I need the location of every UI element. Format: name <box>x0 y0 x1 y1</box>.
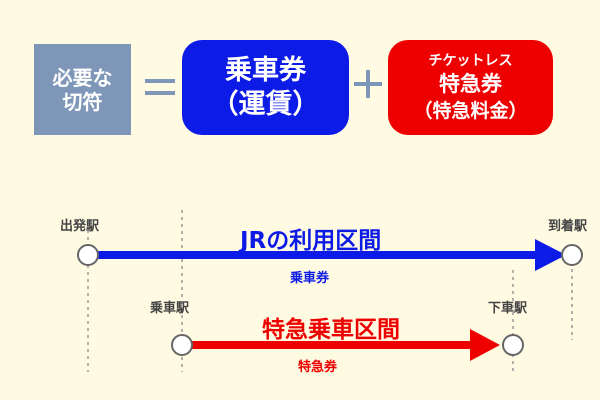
express-fee-label: （特急料金） <box>413 99 528 122</box>
basic-ticket-box: 乗車券 （運賃） <box>182 40 349 135</box>
basic-ticket-label: 乗車券 <box>225 54 306 86</box>
boarding-station-node <box>171 334 193 356</box>
departure-station-node <box>77 244 99 266</box>
express-section-arrow-head <box>470 329 500 361</box>
fare-label: （運賃） <box>211 88 320 120</box>
ticketless-label: チケットレス <box>428 52 513 69</box>
arrival-station-label: 到着駅 <box>548 219 588 234</box>
alighting-station-node <box>502 334 524 356</box>
express-ticket-label: 特急券 <box>439 71 502 96</box>
boarding-station-label: 乗車駅 <box>150 301 190 316</box>
express-ticket-box: チケットレス 特急券 （特急料金） <box>388 40 553 135</box>
jr-section-arrow-head <box>535 239 566 271</box>
departure-station-label: 出発駅 <box>60 219 100 234</box>
required-tickets-box: 必要な 切符 <box>34 44 131 135</box>
express-ticket-section-label: 特急券 <box>298 360 338 375</box>
alighting-station-label: 下車駅 <box>488 301 528 316</box>
jr-ticket-label: 乗車券 <box>290 271 330 286</box>
required-line-2: 切符 <box>62 89 103 114</box>
arrival-station-node <box>561 244 583 266</box>
jr-section-label: JRの利用区間 <box>240 228 382 254</box>
express-section-label: 特急乗車区間 <box>262 317 400 343</box>
plus-icon <box>352 68 384 100</box>
required-line-1: 必要な <box>52 65 113 90</box>
equals-icon <box>142 67 182 107</box>
